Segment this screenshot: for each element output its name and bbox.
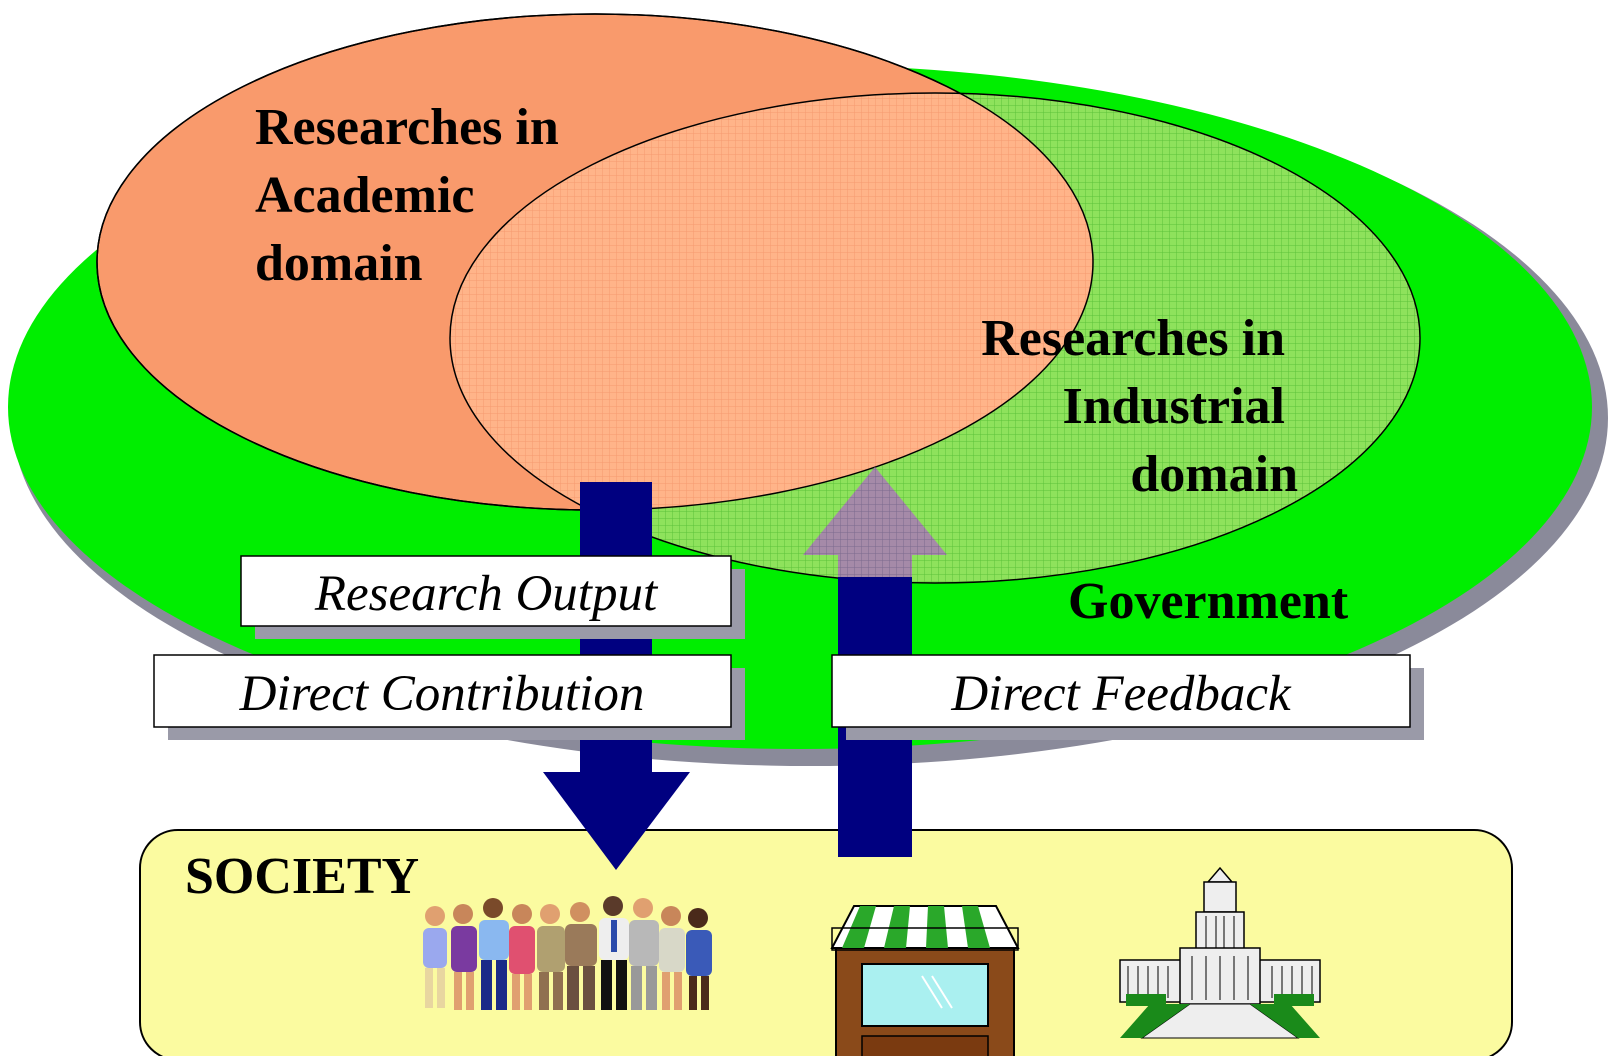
research-output-box: Research Output bbox=[240, 555, 745, 639]
academic-title-line1: Researches in bbox=[255, 99, 559, 156]
society-label: SOCIETY bbox=[185, 848, 419, 905]
academic-title-line2: Academic bbox=[255, 167, 474, 224]
overlap-region bbox=[450, 93, 1093, 510]
academic-title-line3: domain bbox=[255, 235, 423, 292]
industrial-title-line1: Researches in bbox=[981, 310, 1285, 367]
government-label: Government bbox=[1068, 573, 1349, 630]
direct-feedback-label: Direct Feedback bbox=[950, 666, 1292, 722]
parliament-building-icon bbox=[1119, 866, 1321, 1039]
research-output-label: Research Output bbox=[314, 566, 659, 622]
direct-contribution-label: Direct Contribution bbox=[239, 666, 645, 722]
industrial-title-line2: Industrial bbox=[1062, 378, 1285, 435]
direct-feedback-box: Direct Feedback bbox=[831, 654, 1424, 740]
people-group-icon bbox=[423, 896, 712, 1010]
industrial-title-line3: domain bbox=[1130, 446, 1298, 503]
storefront-icon bbox=[830, 905, 1020, 1056]
direct-contribution-box: Direct Contribution bbox=[153, 654, 745, 740]
